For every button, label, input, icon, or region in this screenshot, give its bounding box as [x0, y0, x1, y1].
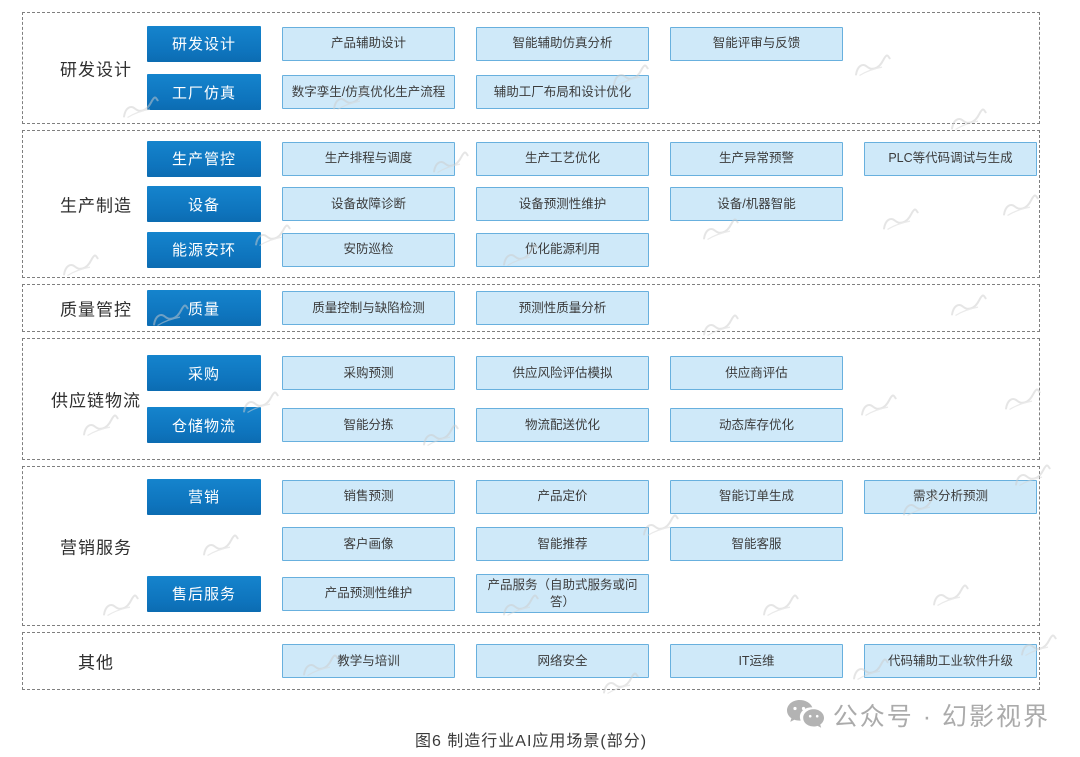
scenario-row: 生产管控生产排程与调度生产工艺优化生产异常预警 PLC等代码调试与生成: [147, 140, 1039, 177]
scenario-box: 设备故障诊断: [282, 187, 455, 221]
scenario-row: 设备设备故障诊断设备预测性维护设备/机器智能: [147, 186, 1039, 222]
scenario-box: 辅助工厂布局和设计优化: [476, 75, 649, 110]
scenario-box: 生产排程与调度: [282, 141, 455, 176]
scenario-box: 质量控制与缺陷检测: [282, 291, 455, 325]
scenario-box: 需求分析预测: [864, 479, 1037, 514]
scenario-box: 客户画像: [282, 527, 455, 562]
diagram: 研发设计研发设计产品辅助设计智能辅助仿真分析智能评审与反馈工厂仿真数字孪生/仿真…: [22, 12, 1040, 690]
scenario-box: 动态库存优化: [670, 408, 843, 442]
category-spacer: [147, 643, 261, 679]
scenario-box: 产品定价: [476, 479, 649, 514]
scenario-box: 智能推荐: [476, 527, 649, 562]
section: 质量管控质量质量控制与缺陷检测预测性质量分析: [22, 284, 1040, 332]
scenario-box: 供应风险评估模拟: [476, 356, 649, 390]
section-label: 供应链物流: [51, 391, 141, 411]
scenario-row: 营销销售预测产品定价智能订单生成需求分析预测: [147, 478, 1039, 515]
watermark-label: 公众号 · 幻影视界: [832, 703, 1050, 731]
category-chip: 营销: [147, 478, 261, 515]
scenario-box: 产品辅助设计: [282, 26, 455, 61]
category-chip: 生产管控: [147, 140, 261, 177]
section: 营销服务营销销售预测产品定价智能订单生成需求分析预测客户画像智能推荐智能客服售后…: [22, 466, 1040, 626]
category-chip: 采购: [147, 355, 261, 391]
scenario-box: 产品预测性维护: [282, 576, 455, 611]
category-chip: 售后服务: [147, 575, 261, 612]
wechat-icon: [785, 698, 825, 732]
section-label: 其他: [78, 653, 114, 673]
section-label: 质量管控: [60, 300, 132, 320]
scenario-box: 设备/机器智能: [670, 187, 843, 221]
scenario-box: 数字孪生/仿真优化生产流程: [282, 75, 455, 110]
scenario-box: 教学与培训: [282, 644, 455, 678]
scenario-row: 仓储物流智能分拣物流配送优化动态库存优化: [147, 407, 1039, 443]
scenario-box: 生产工艺优化: [476, 141, 649, 176]
scenario-box: 供应商评估: [670, 356, 843, 390]
scenario-row: 工厂仿真数字孪生/仿真优化生产流程辅助工厂布局和设计优化: [147, 74, 1039, 111]
scenario-box: 销售预测: [282, 479, 455, 514]
category-chip: 研发设计: [147, 25, 261, 62]
scenario-box: 智能评审与反馈: [670, 26, 843, 61]
section-label: 生产制造: [60, 196, 132, 216]
scenario-box: 采购预测: [282, 356, 455, 390]
section-label: 营销服务: [60, 538, 132, 558]
scenario-box: 安防巡检: [282, 232, 455, 267]
scenario-box: 智能客服: [670, 527, 843, 562]
scenario-row: 研发设计产品辅助设计智能辅助仿真分析智能评审与反馈: [147, 25, 1039, 62]
category-chip: 质量: [147, 290, 261, 326]
category-chip: 设备: [147, 186, 261, 222]
section: 研发设计研发设计产品辅助设计智能辅助仿真分析智能评审与反馈工厂仿真数字孪生/仿真…: [22, 12, 1040, 124]
wechat-watermark: 公众号 · 幻影视界: [785, 697, 1050, 733]
scenario-row: 能源安环安防巡检优化能源利用: [147, 231, 1039, 268]
category-chip: 仓储物流: [147, 407, 261, 443]
scenario-box: 智能订单生成: [670, 479, 843, 514]
scenario-box: 网络安全: [476, 644, 649, 678]
scenario-row: 售后服务产品预测性维护产品服务（自助式服务或问答）: [147, 573, 1039, 614]
scenario-box: 设备预测性维护: [476, 187, 649, 221]
scenario-box: 预测性质量分析: [476, 291, 649, 325]
scenario-box: 优化能源利用: [476, 232, 649, 267]
section: 其他 教学与培训网络安全 IT运维代码辅助工业软件升级: [22, 632, 1040, 690]
scenario-row: 教学与培训网络安全 IT运维代码辅助工业软件升级: [147, 643, 1039, 679]
scenario-box: 智能分拣: [282, 408, 455, 442]
scenario-box: 智能辅助仿真分析: [476, 26, 649, 61]
scenario-box: 物流配送优化: [476, 408, 649, 442]
section-label: 研发设计: [60, 60, 132, 80]
figure-caption: 图6 制造行业AI应用场景(部分): [414, 733, 648, 750]
scenario-box: 生产异常预警: [670, 141, 843, 176]
category-spacer: [147, 526, 261, 562]
section: 供应链物流采购采购预测供应风险评估模拟供应商评估仓储物流智能分拣物流配送优化动态…: [22, 338, 1040, 460]
scenario-box: IT运维: [670, 644, 843, 678]
scenario-box: 产品服务（自助式服务或问答）: [476, 573, 649, 614]
scenario-box: PLC等代码调试与生成: [864, 141, 1037, 176]
scenario-box: 代码辅助工业软件升级: [864, 644, 1037, 678]
scenario-row: 采购采购预测供应风险评估模拟供应商评估: [147, 355, 1039, 391]
scenario-row: 客户画像智能推荐智能客服: [147, 526, 1039, 562]
scenario-row: 质量质量控制与缺陷检测预测性质量分析: [147, 290, 1039, 326]
category-chip: 能源安环: [147, 231, 261, 268]
category-chip: 工厂仿真: [147, 74, 261, 111]
